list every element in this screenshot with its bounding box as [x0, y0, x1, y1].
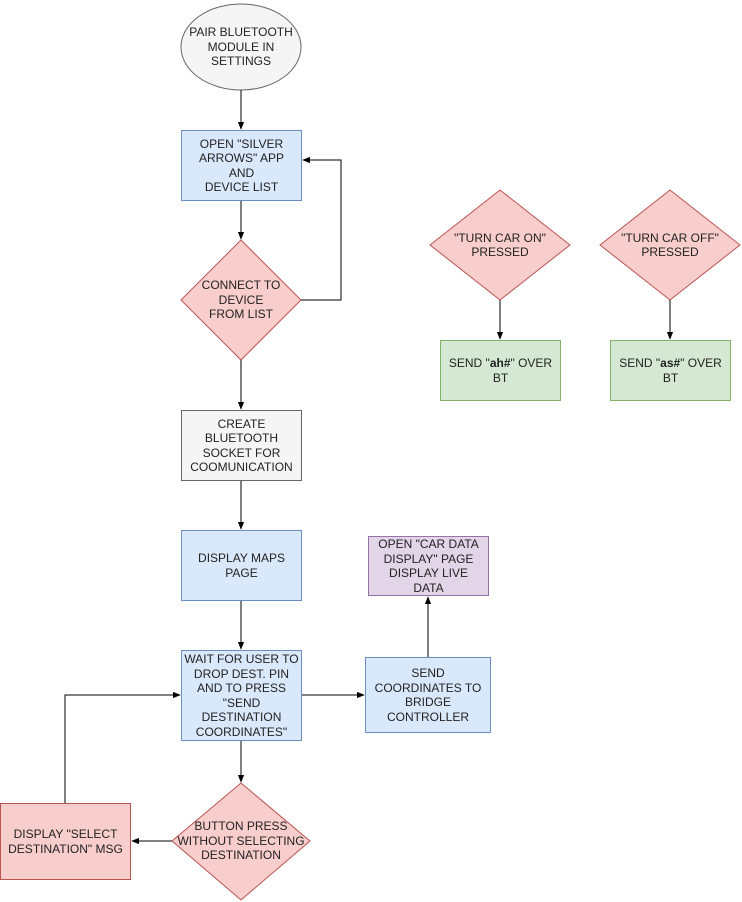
send-ah-pre: SEND " — [448, 356, 490, 370]
select-destination-msg-box: DISPLAY "SELECT DESTINATION" MSG — [0, 803, 131, 880]
turn-car-off-label: "TURN CAR OFF" PRESSED — [621, 230, 719, 260]
send-as-pre: SEND " — [619, 356, 661, 370]
send-ah-command: ah# — [489, 356, 511, 370]
connect-device-label: CONNECT TO DEVICE FROM LIST — [201, 278, 281, 322]
open-app-box: OPEN "SILVER ARROWS" APP AND DEVICE LIST — [181, 130, 302, 201]
send-as-command: as# — [660, 356, 681, 370]
send-ah-post: " OVER BT — [492, 356, 553, 385]
edge-msg-to-wait — [64, 691, 181, 803]
send-coordinates-box: SEND COORDINATES TO BRIDGE CONTROLLER — [365, 657, 491, 733]
car-data-display-box: OPEN "CAR DATA DISPLAY" PAGE DISPLAY LIV… — [368, 536, 489, 596]
wait-for-user-box: WAIT FOR USER TO DROP DEST. PIN AND TO P… — [181, 650, 302, 741]
create-socket-box: CREATE BLUETOOTH SOCKET FOR COOMUNICATIO… — [181, 410, 302, 481]
send-as-box: SEND "as#" OVER BT — [610, 340, 731, 401]
button-press-label: BUTTON PRESS WITHOUT SELECTING DESTINATI… — [177, 819, 305, 863]
button-press-diamond — [171, 782, 311, 901]
pair-bluetooth-label: PAIR BLUETOOTH MODULE IN SETTINGS — [189, 25, 293, 69]
edge-connect-loop-back — [301, 156, 342, 301]
turn-car-on-label: "TURN CAR ON" PRESSED — [454, 230, 546, 260]
display-maps-box: DISPLAY MAPS PAGE — [181, 530, 302, 601]
send-as-post: " OVER BT — [662, 356, 722, 385]
send-ah-box: SEND "ah#" OVER BT — [440, 340, 561, 401]
